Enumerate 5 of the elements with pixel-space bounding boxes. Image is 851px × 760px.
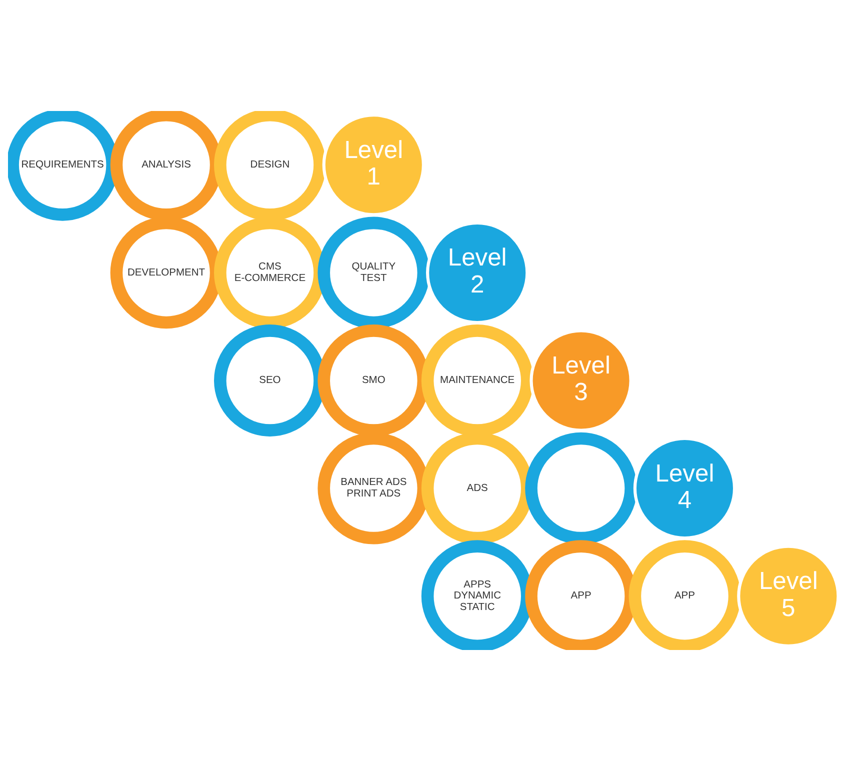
node-circle: [525, 432, 637, 544]
node-circle: MAINTENANCE: [421, 324, 534, 436]
node-circle: QUALITY TEST: [318, 216, 430, 328]
node-circle: DESIGN: [214, 110, 326, 220]
node-circle: APP: [628, 540, 741, 650]
